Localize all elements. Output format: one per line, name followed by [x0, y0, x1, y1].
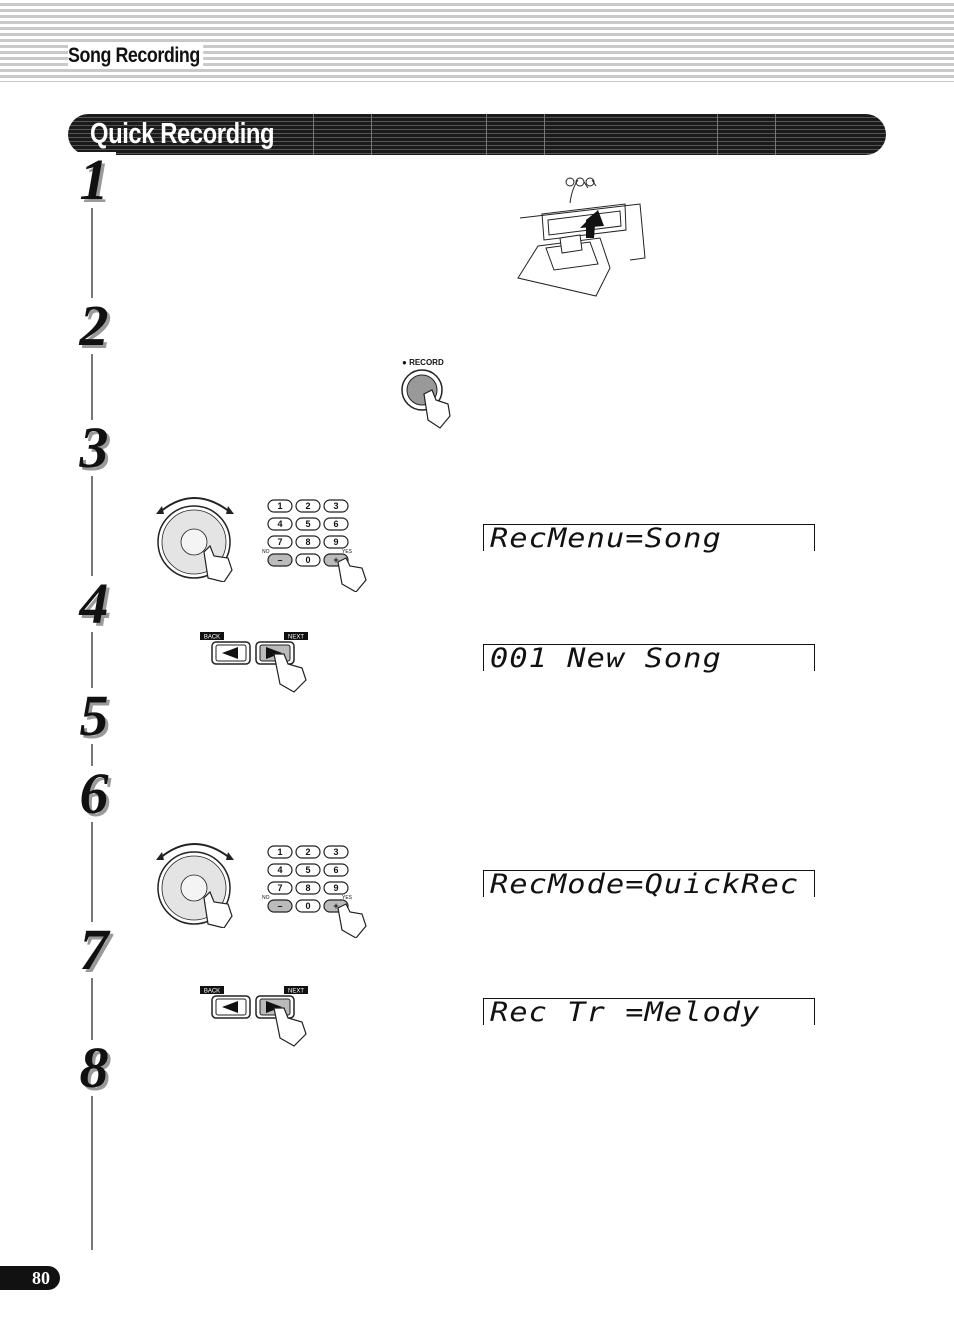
key-1: 1 [277, 501, 282, 511]
step-number-4: 4 [72, 575, 116, 633]
key-4: 4 [277, 519, 282, 529]
no-label: NO [262, 549, 270, 555]
key-9: 9 [333, 537, 338, 547]
record-button[interactable] [398, 368, 462, 432]
key-5: 5 [305, 519, 310, 529]
key-7: 7 [277, 537, 282, 547]
key-2: 2 [305, 847, 310, 857]
next-arrow-icon [266, 1001, 282, 1013]
key-4: 4 [277, 865, 282, 875]
back-next-buttons[interactable]: BACK NEXT [196, 630, 316, 696]
key-5: 5 [305, 865, 310, 875]
key-0: 0 [305, 901, 310, 911]
key-minus: – [277, 901, 282, 911]
next-label: NEXT [288, 989, 304, 995]
key-6: 6 [333, 865, 338, 875]
key-0: 0 [305, 555, 310, 565]
back-arrow-icon [222, 1001, 238, 1013]
step-number-5: 5 [72, 687, 116, 745]
no-label: NO [262, 895, 270, 901]
key-3: 3 [333, 501, 338, 511]
data-dial-2[interactable] [152, 836, 240, 928]
page-number-badge [0, 1266, 60, 1290]
yes-label: YES [342, 895, 353, 901]
back-label: BACK [204, 989, 220, 995]
next-label: NEXT [288, 635, 304, 641]
key-minus: – [277, 555, 282, 565]
key-9: 9 [333, 883, 338, 893]
key-plus: + [333, 901, 338, 911]
step-number-2: 2 [72, 297, 116, 355]
key-6: 6 [333, 519, 338, 529]
lcd-display-step7: Rec Tr =Melody [483, 997, 815, 1028]
key-3: 3 [333, 847, 338, 857]
lcd-display-step6: RecMode=QuickRec [483, 869, 815, 900]
page-number: 80 [32, 1268, 50, 1288]
data-dial[interactable] [152, 490, 240, 582]
key-2: 2 [305, 501, 310, 511]
lcd-display-step4: 001 New Song [483, 643, 815, 674]
page-title: Quick Recording [90, 118, 275, 150]
key-1: 1 [277, 847, 282, 857]
numeric-keypad[interactable]: 1 2 3 4 5 6 7 8 9 – 0 + NO YES [262, 498, 370, 592]
next-arrow-icon [266, 647, 282, 659]
step-number-1: 1 [72, 151, 116, 209]
back-label: BACK [204, 635, 220, 641]
record-label: ● RECORD [402, 358, 444, 367]
back-arrow-icon [222, 647, 238, 659]
key-7: 7 [277, 883, 282, 893]
title-bar [68, 114, 886, 155]
yes-label: YES [342, 549, 353, 555]
step-number-3: 3 [72, 419, 116, 477]
header-stripes [0, 0, 954, 82]
lcd-display-step3: RecMenu=Song [483, 523, 815, 554]
step-number-6: 6 [72, 765, 116, 823]
section-header: Song Recording [68, 44, 204, 68]
floppy-disk-illustration [517, 177, 646, 297]
key-8: 8 [305, 537, 310, 547]
step-number-8: 8 [72, 1039, 116, 1097]
key-8: 8 [305, 883, 310, 893]
back-next-buttons-2[interactable]: BACK NEXT [196, 984, 316, 1050]
key-plus: + [333, 555, 338, 565]
numeric-keypad-2[interactable]: 1 2 3 4 5 6 7 8 9 – 0 + NO YES [262, 844, 370, 938]
step-number-7: 7 [72, 921, 116, 979]
